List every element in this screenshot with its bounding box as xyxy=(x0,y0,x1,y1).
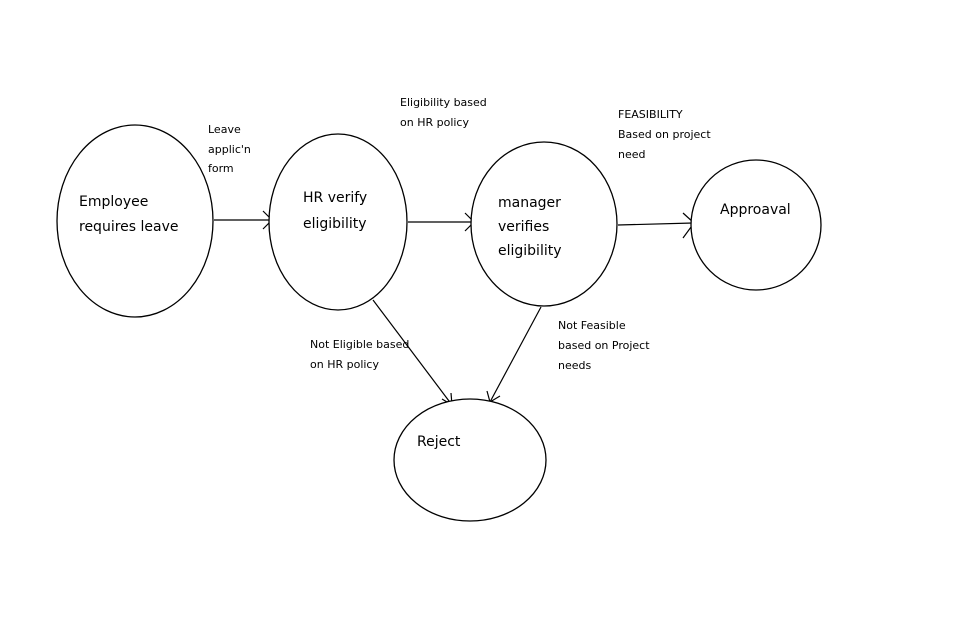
edge-employee-to-hr xyxy=(214,210,273,230)
edge-label-line: FEASIBILITY xyxy=(618,108,683,121)
svg-text:HR verify eligibility: HR verify eligibility xyxy=(303,190,372,232)
node-approval-shape xyxy=(690,159,822,291)
edge-manager-to-approval xyxy=(617,212,695,239)
edge-label-line: on HR policy xyxy=(400,116,469,129)
node-employee-shape xyxy=(56,124,214,318)
edge-label-line: on HR policy xyxy=(310,358,379,371)
edge-label-line: Leave xyxy=(208,123,241,136)
svg-text:Employee requires leav: Employee requires leave xyxy=(79,194,179,235)
svg-text:manager verifies: manager verifies eligibility xyxy=(498,195,565,259)
node-employee-line-1: Employee xyxy=(79,194,148,210)
node-reject-shape xyxy=(393,398,547,522)
svg-text:Approaval: Approaval xyxy=(720,202,791,218)
node-reject: Reject xyxy=(393,398,547,522)
edge-label-line: Not Feasible xyxy=(558,319,626,332)
edge-label-line: based on Project xyxy=(558,339,650,352)
edge-label-line: Not Eligible based xyxy=(310,338,409,351)
edge-label-manager-to-approval: FEASIBILITY Based on project need xyxy=(618,108,714,161)
node-manager-line-1: manager xyxy=(498,195,561,211)
edge-hr-to-manager xyxy=(408,212,475,232)
edge-label-manager-to-reject: Not Feasible based on Project needs xyxy=(558,319,653,372)
edge-label-line: Eligibility based xyxy=(400,96,487,109)
edge-label-line: need xyxy=(618,148,646,161)
node-hr-line-2: eligibility xyxy=(303,216,367,232)
node-manager: manager verifies eligibility xyxy=(470,141,618,307)
node-hr-line-1: HR verify xyxy=(303,190,367,206)
edge-manager-to-reject xyxy=(486,306,542,403)
nodes: Employee requires leave HR verify eligib… xyxy=(56,124,822,522)
edge-label-employee-to-hr: Leave applic'n form xyxy=(208,123,254,175)
edge-label-line: needs xyxy=(558,359,591,372)
edge-label-hr-to-reject: Not Eligible based on HR policy xyxy=(310,338,413,371)
node-approval: Approaval xyxy=(690,159,822,291)
node-hr: HR verify eligibility xyxy=(268,133,408,311)
edge-hr-to-reject xyxy=(372,299,453,407)
node-reject-line-1: Reject xyxy=(417,434,461,450)
node-manager-line-2: verifies xyxy=(498,219,549,235)
node-manager-line-3: eligibility xyxy=(498,243,562,259)
node-manager-shape xyxy=(470,141,618,307)
node-employee: Employee requires leave xyxy=(56,124,214,318)
node-hr-shape xyxy=(268,133,408,311)
edge-label-hr-to-manager: Eligibility based on HR policy xyxy=(400,96,490,129)
edge-label-line: form xyxy=(208,162,234,175)
node-approval-line-1: Approaval xyxy=(720,202,791,218)
edge-label-line: applic'n xyxy=(208,143,251,156)
edge-labels: Leave applic'n form Eligibility based on… xyxy=(208,96,714,372)
svg-text:Reject: Reject xyxy=(417,434,461,450)
edge-label-line: Based on project xyxy=(618,128,711,141)
node-employee-line-2: requires leave xyxy=(79,219,179,235)
